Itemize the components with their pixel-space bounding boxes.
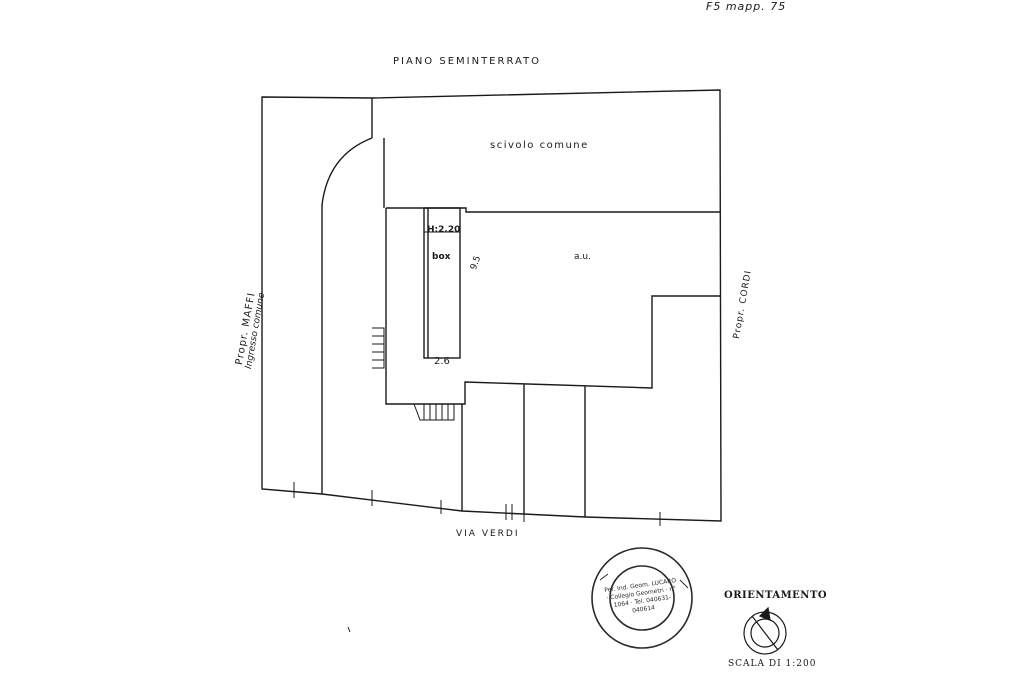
stairs-bottom — [413, 403, 455, 421]
building-left-wall — [385, 208, 720, 405]
label-dim-b: 2.6 — [434, 356, 450, 367]
boundary-ticks — [293, 482, 661, 633]
label-box: box — [432, 252, 451, 262]
surveyor-stamp — [591, 547, 693, 649]
scale-label: SCALA DI 1:200 — [728, 659, 817, 669]
label-box-height: H:2.20 — [427, 225, 461, 235]
orientation-title: ORIENTAMENTO — [724, 590, 828, 601]
compass-icon — [743, 606, 787, 655]
entrance-curve — [321, 137, 373, 494]
map-reference: F5 mapp. 75 — [706, 0, 787, 13]
floor-title: PIANO SEMINTERRATO — [393, 56, 542, 67]
label-area-code: a.u. — [574, 252, 591, 262]
stairs-left — [372, 327, 385, 369]
box-room — [423, 207, 461, 359]
label-scivolo: scivolo comune — [490, 140, 589, 151]
label-street: VIA VERDI — [456, 529, 520, 539]
